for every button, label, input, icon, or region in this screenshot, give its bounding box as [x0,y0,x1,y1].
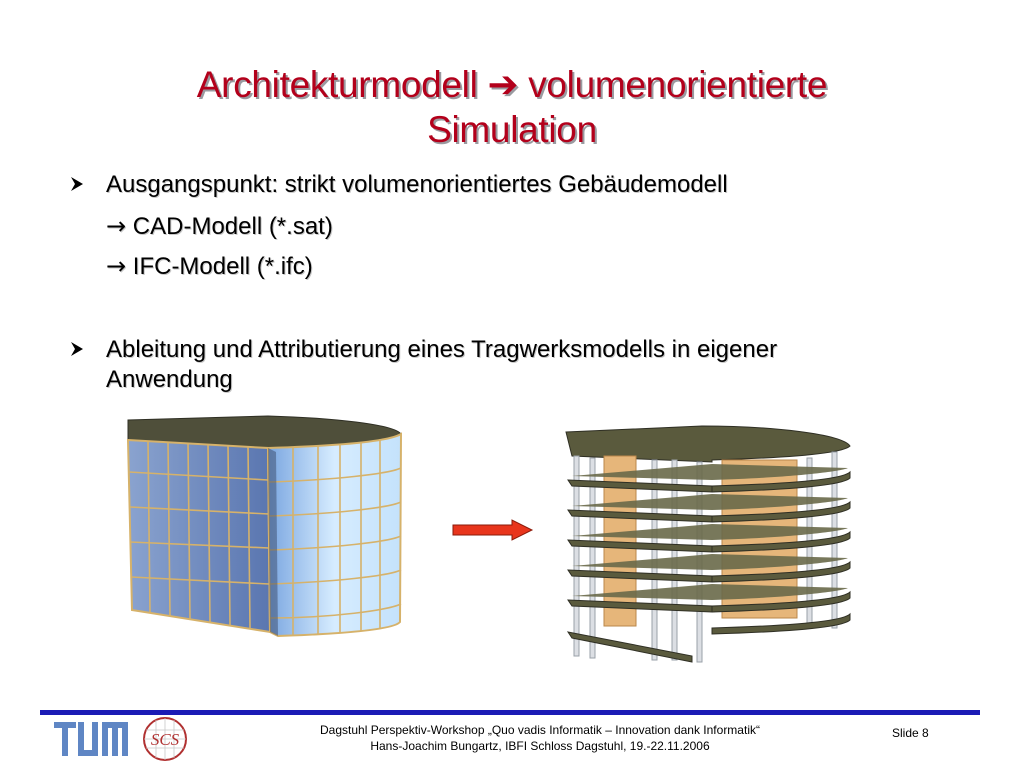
title-arrow-icon: ➔ [487,63,519,106]
right-arrow-icon: → [106,252,127,280]
structural-model-illustration [565,425,851,663]
transition-arrow-icon [452,519,534,541]
subitem-text: IFC-Modell (*.ifc) [132,253,313,280]
slide-label: Slide [892,726,919,740]
slide-number: Slide 8 [892,726,929,740]
subitem-text: CAD-Modell (*.sat) [132,213,333,240]
cad-building-illustration [126,415,403,638]
footer-line-1: Dagstuhl Perspektiv-Workshop „Quo vadis … [320,723,760,737]
footer-credits: Dagstuhl Perspektiv-Workshop „Quo vadis … [210,722,870,754]
slide-title: Architekturmodell ➔ volumenorientierte S… [0,62,1024,152]
tum-logo [54,722,128,756]
bullet-text: Ausgangspunkt: strikt volumenorientierte… [106,171,728,198]
slide-number-value: 8 [922,726,929,740]
subitem-cad: → CAD-Modell (*.sat) [106,211,333,242]
floor-slab-group [565,425,851,663]
bullet-arrowhead-icon [70,170,98,192]
title-text-a: Architekturmodell [196,64,478,105]
svg-text:SCS: SCS [151,730,180,749]
footer-line-2: Hans-Joachim Bungartz, IBFI Schloss Dags… [370,739,710,753]
footer-divider [40,710,980,715]
bullet-arrowhead-icon [70,335,98,357]
right-arrow-icon: → [106,212,127,240]
scs-logo: SCS [143,717,187,761]
title-line-1: Architekturmodell ➔ volumenorientierte [0,62,1024,107]
title-text-b: volumenorientierte [528,64,828,105]
subitem-ifc: → IFC-Modell (*.ifc) [106,251,313,282]
title-line-2: Simulation [427,109,597,150]
bullet-text: Ableitung und Attributierung eines Tragw… [106,336,778,393]
